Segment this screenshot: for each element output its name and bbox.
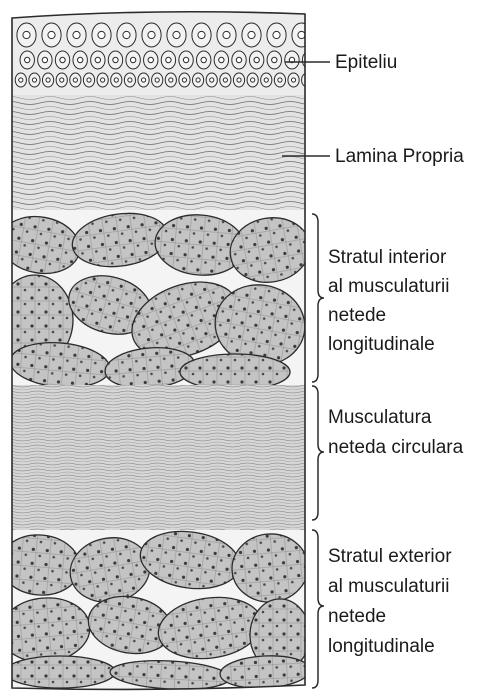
label-line: longitudinale <box>328 330 449 359</box>
cell-nucleus <box>19 78 23 82</box>
cell-nucleus <box>273 31 280 38</box>
cell-nucleus <box>169 78 173 82</box>
cell-nucleus <box>173 31 180 38</box>
cell-nucleus <box>46 78 50 82</box>
cell-nucleus <box>210 78 214 82</box>
cell-nucleus <box>148 31 155 38</box>
epithelial-cell <box>302 73 313 87</box>
label-inner-longitudinal-muscle: Stratul interior al musculaturii netede … <box>328 243 449 359</box>
cell-nucleus <box>128 78 132 82</box>
cell-nucleus <box>237 78 241 82</box>
cell-nucleus <box>223 31 230 38</box>
muscle-bundle <box>180 354 290 390</box>
muscle-bundle <box>5 656 115 688</box>
cell-nucleus <box>278 78 282 82</box>
outer-muscle-bundles <box>0 525 311 692</box>
cell-nucleus <box>123 31 130 38</box>
cell-nucleus <box>60 78 64 82</box>
cell-nucleus <box>77 57 82 62</box>
cell-nucleus <box>113 57 118 62</box>
cell-nucleus <box>236 57 241 62</box>
cell-nucleus <box>182 78 186 82</box>
tissue-section <box>0 0 320 698</box>
cell-nucleus <box>248 31 255 38</box>
label-line: Stratul exterior <box>328 542 452 572</box>
cell-nucleus <box>98 31 105 38</box>
label-line: neteda circulara <box>328 433 463 463</box>
cell-nucleus <box>42 57 47 62</box>
cell-nucleus <box>48 31 55 38</box>
outer-layer-brace <box>312 530 324 688</box>
cell-nucleus <box>254 57 259 62</box>
label-circular-muscle: Musculatura neteda circulara <box>328 403 463 463</box>
label-line: longitudinale <box>328 632 452 662</box>
circular-layer-brace <box>312 386 324 520</box>
inner-layer-brace <box>312 214 324 382</box>
cell-nucleus <box>23 31 30 38</box>
cell-nucleus <box>87 78 91 82</box>
cell-nucleus <box>130 57 135 62</box>
cell-nucleus <box>25 57 30 62</box>
cell-nucleus <box>73 31 80 38</box>
cell-nucleus <box>32 78 36 82</box>
cell-nucleus <box>166 57 171 62</box>
label-outer-longitudinal-muscle: Stratul exterior al musculaturii netede … <box>328 542 452 662</box>
cell-nucleus <box>264 78 268 82</box>
label-line: al musculaturii <box>328 572 452 602</box>
cell-nucleus <box>155 78 159 82</box>
cell-nucleus <box>223 78 227 82</box>
cell-nucleus <box>196 78 200 82</box>
cell-nucleus <box>272 57 277 62</box>
label-lamina-propria: Lamina Propria <box>335 144 464 169</box>
cell-nucleus <box>141 78 145 82</box>
label-line: Musculatura <box>328 403 463 433</box>
cell-nucleus <box>298 31 305 38</box>
cell-nucleus <box>95 57 100 62</box>
cell-nucleus <box>114 78 118 82</box>
label-line: netede <box>328 301 449 330</box>
cell-nucleus <box>198 31 205 38</box>
inner-muscle-bundles <box>0 208 315 392</box>
label-epithelium: Epiteliu <box>335 50 397 75</box>
cell-nucleus <box>148 57 153 62</box>
label-line: al musculaturii <box>328 272 449 301</box>
cell-nucleus <box>219 57 224 62</box>
cell-nucleus <box>73 78 77 82</box>
label-line: Stratul interior <box>328 243 449 272</box>
cell-nucleus <box>291 78 295 82</box>
cell-nucleus <box>251 78 255 82</box>
cell-nucleus <box>60 57 65 62</box>
cell-nucleus <box>183 57 188 62</box>
label-line: netede <box>328 602 452 632</box>
cell-nucleus <box>101 78 105 82</box>
cell-nucleus <box>201 57 206 62</box>
